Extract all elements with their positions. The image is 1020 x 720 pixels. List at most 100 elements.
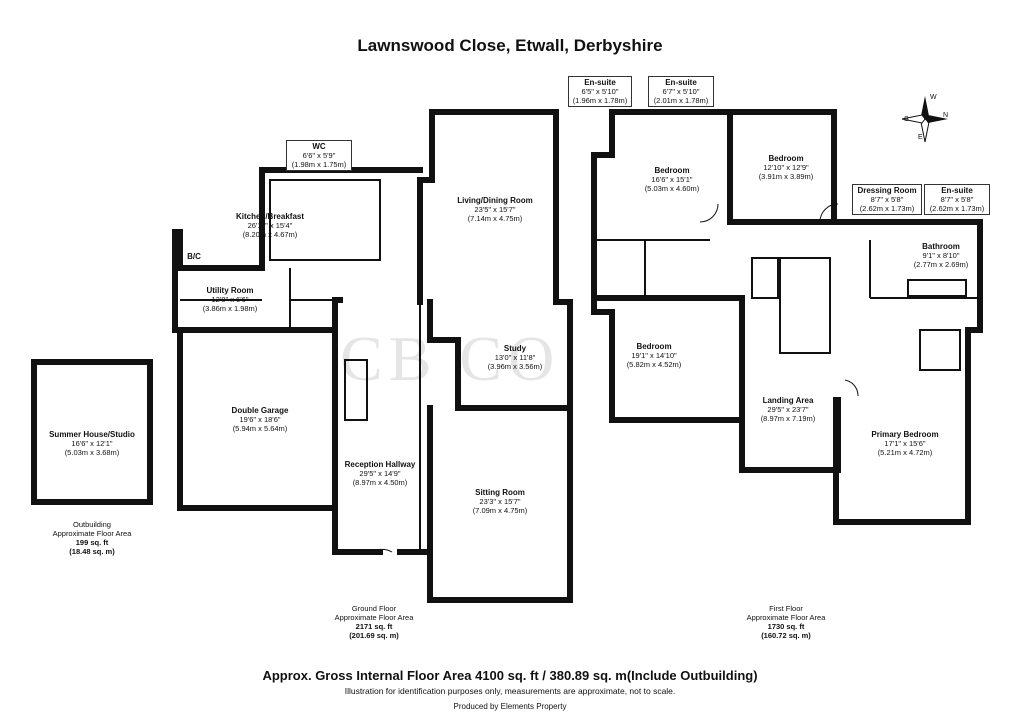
area-line: (201.69 sq. m): [349, 631, 399, 640]
room-metric: (8.97m x 7.19m): [760, 414, 816, 423]
watermark: CB CO: [340, 323, 561, 394]
compass-s: S: [904, 116, 909, 123]
area-line: Ground Floor: [351, 604, 397, 613]
landing-walls: [739, 397, 841, 473]
summer-house-walls: [31, 359, 153, 505]
living-top: [429, 109, 559, 305]
door-swing: [844, 379, 859, 397]
room-metric: (8.97m x 4.50m): [352, 478, 408, 487]
room-imperial: 8'7" x 5'8": [940, 195, 974, 204]
compass-n: N: [943, 112, 949, 119]
room-label-ensuite-2: En-suite 6'7" x 5'10" (2.01m x 1.78m): [648, 76, 714, 107]
room-name: En-suite: [941, 186, 973, 195]
room-imperial: 16'6" x 12'1": [71, 439, 113, 448]
void-box: [779, 257, 831, 354]
room-name: Sitting Room: [475, 488, 525, 497]
shower: [919, 329, 961, 371]
room-name: Double Garage: [231, 406, 289, 415]
room-label-primary: Primary Bedroom 17'1" x 15'6" (5.21m x 4…: [860, 430, 950, 457]
room-imperial: 29'5" x 14'9": [359, 469, 401, 478]
room-metric: (5.03m x 4.60m): [644, 184, 700, 193]
room-metric: (2.77m x 2.69m): [913, 260, 969, 269]
area-first: First Floor Approximate Floor Area 1730 …: [734, 604, 838, 640]
room-label-kitchen: Kitchen/Breakfast 26'11" x 15'4" (8.20m …: [220, 212, 320, 239]
room-imperial: 12'8" x 6'6": [211, 295, 249, 304]
room-label-bedroom-3: Bedroom 19'1" x 14'10" (5.82m x 4.52m): [614, 342, 694, 369]
room-imperial: 6'5" x 5'10": [581, 87, 619, 96]
room-label-summer: Summer House/Studio 16'6" x 12'1" (5.03m…: [38, 430, 146, 457]
room-metric: (1.98m x 1.75m): [291, 160, 347, 169]
room-name: Reception Hallway: [344, 460, 416, 469]
room-label-bathroom: Bathroom 9'1" x 8'10" (2.77m x 2.69m): [906, 242, 976, 269]
room-label-dressing: Dressing Room 8'7" x 5'8" (2.62m x 1.73m…: [852, 184, 922, 215]
stair-ground: [344, 359, 368, 421]
area-line: Outbuilding: [73, 520, 111, 529]
compass-e: E: [918, 134, 923, 141]
room-metric: (3.86m x 1.98m): [202, 304, 258, 313]
room-name: En-suite: [665, 78, 697, 87]
ground-floor-walls: [172, 167, 333, 511]
room-label-hallway: Reception Hallway 29'5" x 14'9" (8.97m x…: [340, 460, 420, 487]
room-label-bedroom-1: Bedroom 16'6" x 15'1" (5.03m x 4.60m): [632, 166, 712, 193]
room-metric: (7.09m x 4.75m): [472, 506, 528, 515]
room-name: Study: [503, 344, 527, 353]
garage-wall: [177, 327, 383, 555]
stair-first: [751, 257, 779, 299]
area-line: First Floor: [769, 604, 803, 613]
room-metric: (2.01m x 1.78m): [653, 96, 709, 105]
room-name: Utility Room: [206, 286, 254, 295]
gross-area: Approx. Gross Internal Floor Area 4100 s…: [262, 668, 758, 683]
room-name: B/C: [187, 252, 201, 261]
room-label-wc: WC 6'6" x 5'9" (1.98m x 1.75m): [286, 140, 352, 171]
room-name: Landing Area: [762, 396, 814, 405]
area-line: 199 sq. ft: [75, 538, 109, 547]
room-metric: (3.91m x 3.89m): [758, 172, 814, 181]
room-label-garage: Double Garage 19'6" x 18'6" (5.94m x 5.6…: [215, 406, 305, 433]
room-imperial: 16'6" x 15'1": [651, 175, 693, 184]
room-metric: (2.62m x 1.73m): [859, 204, 915, 213]
room-label-living: Living/Dining Room 23'5" x 15'7" (7.14m …: [440, 196, 550, 223]
room-metric: (5.03m x 3.68m): [64, 448, 120, 457]
room-imperial: 9'1" x 8'10": [922, 251, 960, 260]
room-imperial: 19'1" x 14'10": [631, 351, 677, 360]
room-name: Bathroom: [922, 242, 960, 251]
door-swing: [699, 203, 719, 223]
room-metric: (1.96m x 1.78m): [572, 96, 628, 105]
room-imperial: 23'3" x 15'7": [479, 497, 521, 506]
room-imperial: 12'10" x 12'9": [763, 163, 809, 172]
compass-w: W: [930, 94, 937, 101]
area-line: 2171 sq. ft: [355, 622, 393, 631]
room-metric: (8.20m x 4.67m): [242, 230, 298, 239]
room-label-bc: B/C: [182, 252, 206, 261]
room-imperial: 6'6" x 5'9": [302, 151, 336, 160]
room-imperial: 13'0" x 11'8": [494, 353, 536, 362]
compass-icon: N W S E: [900, 94, 950, 144]
door-swing: [819, 203, 839, 223]
room-name: Primary Bedroom: [871, 430, 939, 439]
room-imperial: 6'7" x 5'10": [662, 87, 700, 96]
room-label-ensuite-3: En-suite 8'7" x 5'8" (2.62m x 1.73m): [924, 184, 990, 215]
room-imperial: 26'11" x 15'4": [247, 221, 293, 230]
room-imperial: 19'6" x 18'6": [239, 415, 281, 424]
room-metric: (3.96m x 3.56m): [487, 362, 543, 371]
bed1-bedroom2-wall: [727, 109, 837, 225]
room-name: Bedroom: [654, 166, 690, 175]
room-name: Dressing Room: [857, 186, 917, 195]
area-line: Approximate Floor Area: [52, 529, 132, 538]
room-imperial: 29'5" x 23'7": [767, 405, 809, 414]
first-floor-walls: [591, 109, 745, 473]
room-label-landing: Landing Area 29'5" x 23'7" (8.97m x 7.19…: [748, 396, 828, 423]
page-title: Lawnswood Close, Etwall, Derbyshire: [357, 36, 663, 55]
room-name: Summer House/Studio: [49, 430, 135, 439]
room-label-study: Study 13'0" x 11'8" (3.96m x 3.56m): [470, 344, 560, 371]
area-outbuilding: Outbuilding Approximate Floor Area 199 s…: [40, 520, 144, 556]
area-ground: Ground Floor Approximate Floor Area 2171…: [322, 604, 426, 640]
room-name: Kitchen/Breakfast: [235, 212, 305, 221]
ff-mid: [591, 295, 745, 423]
room-imperial: 17'1" x 15'6": [884, 439, 926, 448]
ff-top: [609, 109, 983, 525]
room-label-bedroom-2: Bedroom 12'10" x 12'9" (3.91m x 3.89m): [746, 154, 826, 181]
room-metric: (2.62m x 1.73m): [929, 204, 985, 213]
room-label-utility: Utility Room 12'8" x 6'6" (3.86m x 1.98m…: [188, 286, 272, 313]
